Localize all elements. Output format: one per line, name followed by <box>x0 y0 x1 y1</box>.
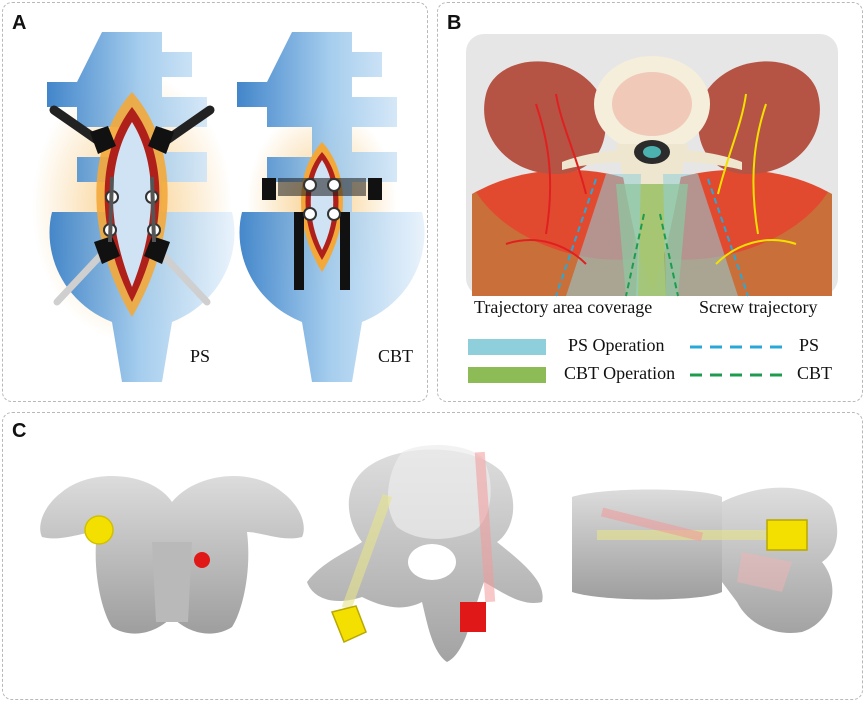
panel-b-illustration <box>466 34 838 297</box>
axial-view <box>307 445 543 662</box>
legend-cbt-area-label: CBT Operation <box>564 363 676 383</box>
cbt-caption: CBT <box>378 346 414 366</box>
lateral-view <box>572 487 838 633</box>
panel-c-label: C <box>12 420 27 442</box>
panel-a-label: A <box>12 12 27 34</box>
ps-caption: PS <box>190 346 211 366</box>
legend-ps-area-swatch <box>468 339 546 355</box>
cbt-spine-illustration <box>237 32 425 382</box>
screw-trajectory-heading: Screw trajectory <box>699 297 818 317</box>
legend-cbt-area-swatch <box>468 367 546 383</box>
posterior-view <box>40 475 304 634</box>
legend-ps-line-label: PS <box>799 335 820 355</box>
legend-cbt-line-label: CBT <box>797 363 833 383</box>
panel-c-illustration <box>40 445 838 662</box>
legend-lines <box>690 345 790 377</box>
legend-ps-area-label: PS Operation <box>568 335 665 355</box>
trajectory-area-heading: Trajectory area coverage <box>474 297 653 317</box>
panel-a-illustration <box>32 32 425 382</box>
panel-b-label: B <box>447 12 462 34</box>
ps-spine-illustration <box>32 32 235 382</box>
